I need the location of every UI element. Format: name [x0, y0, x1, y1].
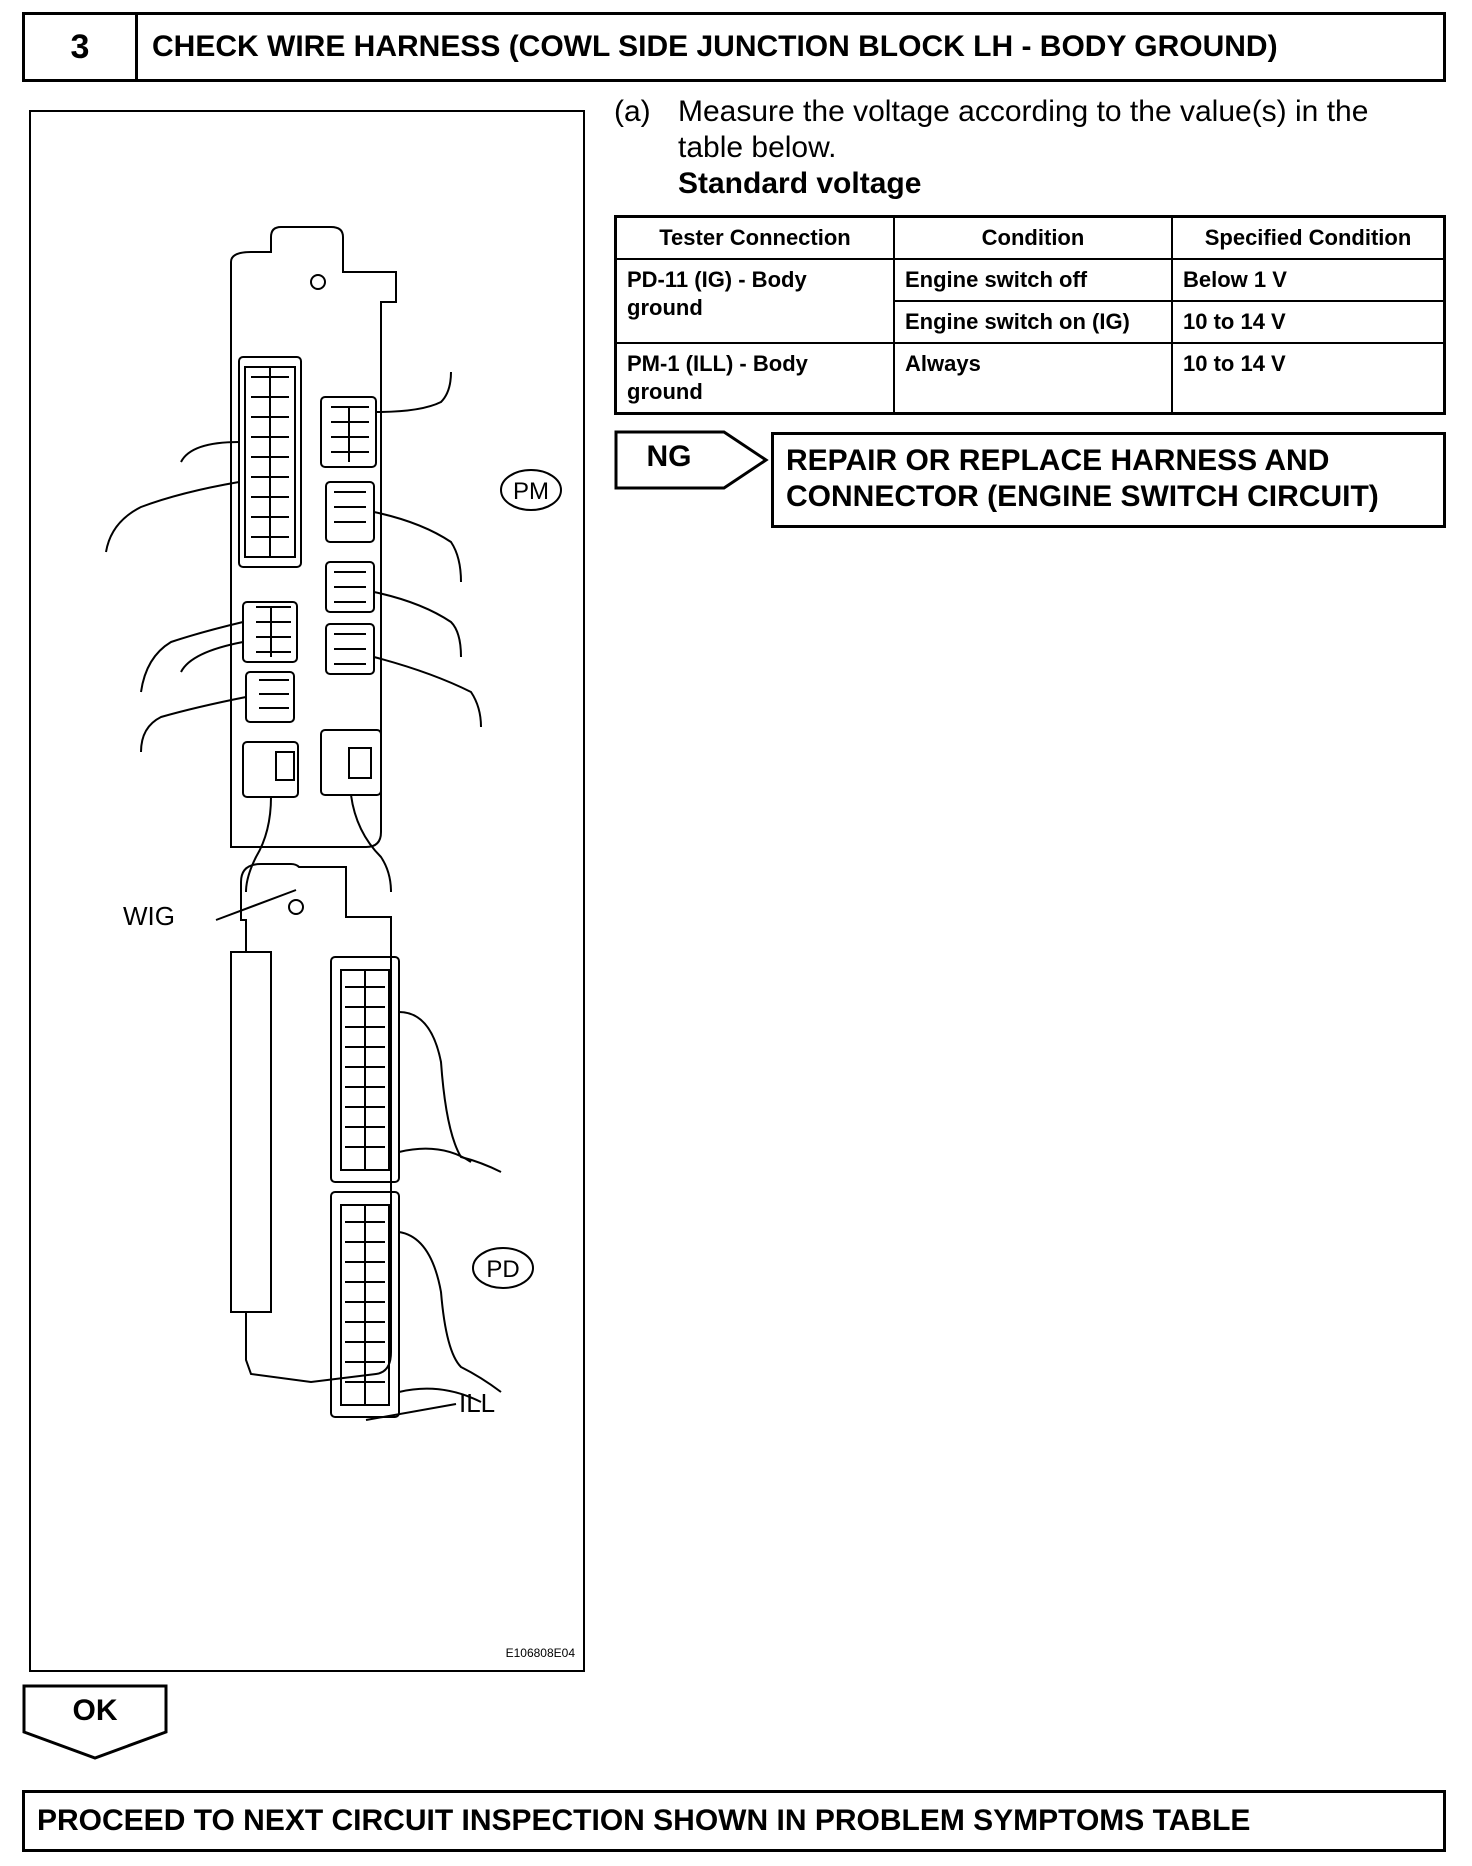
step-header: 3 CHECK WIRE HARNESS (COWL SIDE JUNCTION… — [22, 12, 1446, 82]
header-condition: Condition — [893, 215, 1173, 260]
cell-connection: PM-1 (ILL) - Body ground — [614, 342, 895, 415]
wig-terminal-label: WIG — [123, 901, 175, 931]
pd-connector-label: PD — [486, 1256, 519, 1283]
connector-illustration: PM PD WIG ILL E106808E04 — [29, 110, 585, 1672]
cell-spec: Below 1 V — [1171, 258, 1446, 302]
ok-label: OK — [72, 1694, 118, 1727]
figure-code: E106808E04 — [505, 1646, 575, 1660]
ng-arrow-icon — [614, 430, 769, 490]
cell-spec: 10 to 14 V — [1171, 300, 1446, 344]
ok-arrow-icon — [22, 1684, 168, 1760]
ill-terminal-label: ILL — [459, 1388, 495, 1418]
cell-condition: Always — [893, 342, 1173, 415]
instruction: (a) Measure the voltage according to the… — [614, 94, 1434, 202]
standard-voltage-heading: Standard voltage — [678, 167, 922, 200]
next-step-box: PROCEED TO NEXT CIRCUIT INSPECTION SHOWN… — [22, 1790, 1446, 1852]
cell-connection: PD-11 (IG) - Body ground — [614, 258, 895, 344]
junction-block-diagram: PM PD WIG ILL — [105, 226, 562, 1421]
header-tester-connection: Tester Connection — [614, 215, 895, 260]
step-title: CHECK WIRE HARNESS (COWL SIDE JUNCTION B… — [152, 30, 1278, 63]
table-header-row: Tester Connection Condition Specified Co… — [614, 215, 1446, 260]
upper-junction-block — [105, 226, 482, 893]
cell-spec: 10 to 14 V — [1171, 342, 1446, 415]
ng-label: NG — [646, 440, 692, 473]
standard-voltage-table: Tester Connection Condition Specified Co… — [614, 215, 1446, 415]
pm-connector-label: PM — [513, 478, 549, 505]
table-row: Engine switch on (IG) 10 to 14 V — [616, 300, 1446, 344]
cell-condition: Engine switch on (IG) — [893, 300, 1173, 344]
header-specified-condition: Specified Condition — [1171, 215, 1446, 260]
lower-junction-block — [230, 863, 502, 1418]
instruction-text: Measure the voltage according to the val… — [678, 95, 1369, 164]
table-row: PD-11 (IG) - Body ground Engine switch o… — [614, 258, 1446, 344]
instruction-label: (a) — [614, 95, 651, 128]
ng-action-box: REPAIR OR REPLACE HARNESS AND CONNECTOR … — [771, 432, 1446, 528]
table-row: PM-1 (ILL) - Body ground Always 10 to 14… — [614, 342, 1446, 415]
cell-condition: Engine switch off — [893, 258, 1173, 302]
step-number: 3 — [25, 15, 138, 79]
